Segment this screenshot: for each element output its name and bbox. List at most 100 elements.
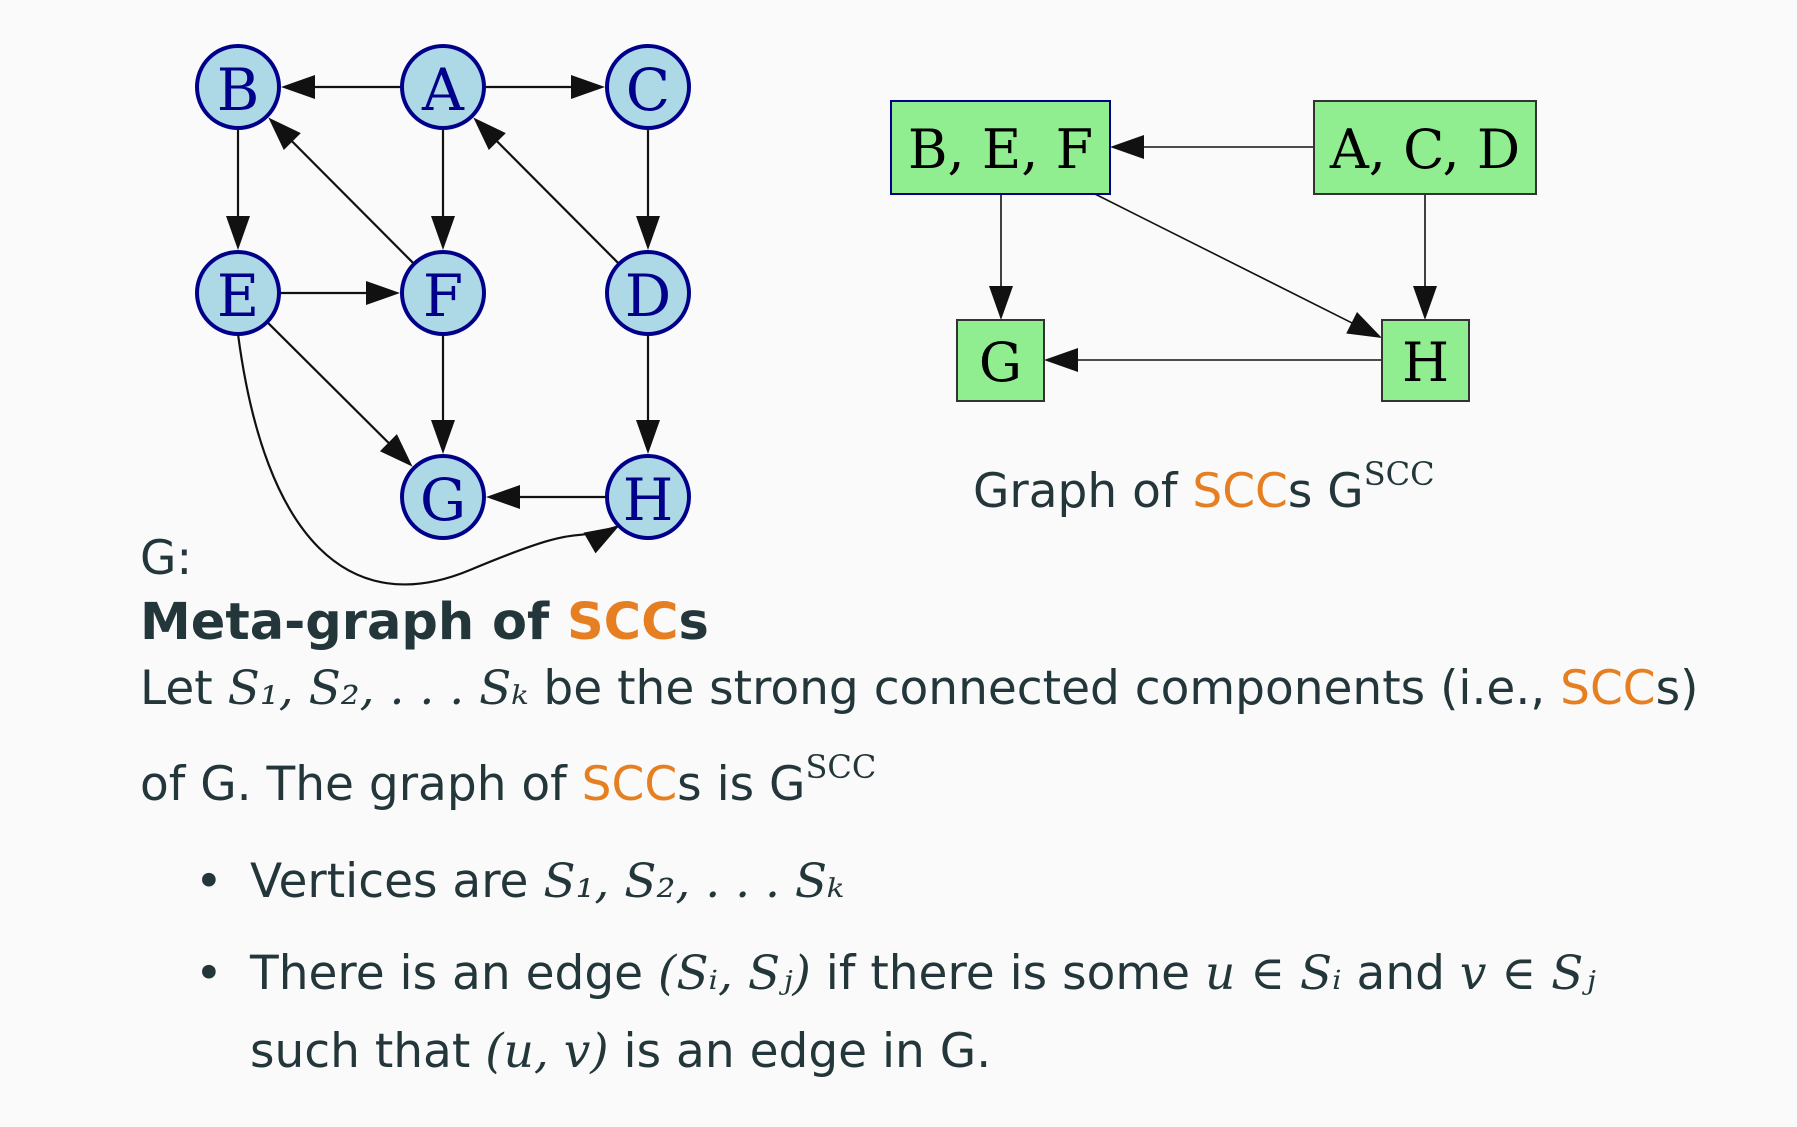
edge-c-d-arrowhead [636, 216, 660, 250]
node-b: B [195, 44, 281, 130]
b2-text-c: and [1341, 946, 1460, 1001]
node-c-circle [605, 44, 691, 130]
p2-text-a: of G. The graph of [140, 757, 582, 812]
node-a: A [400, 44, 486, 130]
edge-e-g-arrowhead [379, 434, 413, 467]
scc-edge-acd-bef-arrowhead [1110, 135, 1144, 159]
edge-d-a-arrowhead [473, 117, 506, 151]
caption-pre: Graph of [973, 464, 1193, 519]
bullet-list: • Vertices are S₁, S₂, . . . Sₖ • There … [195, 843, 1596, 1105]
edge-d-h-arrowhead [636, 420, 660, 454]
heading-post: s [678, 593, 709, 652]
b1-text: Vertices are [250, 854, 544, 909]
node-a-circle [400, 44, 486, 130]
scc-edge-bef-h-arrowhead [1346, 312, 1382, 338]
node-b-label: B [217, 56, 260, 124]
p2-text-b: s is G [677, 757, 806, 812]
p1-math: S₁, S₂, . . . Sₖ [227, 661, 529, 716]
scc-node-g-box [956, 319, 1045, 402]
edge-a-b-arrowhead [281, 75, 315, 99]
scc-node-h-label: H [1402, 331, 1449, 394]
edge-e-h [236, 333, 620, 586]
scc-node-acd: A, C, D [1313, 100, 1537, 195]
scc-node-g-label: G [979, 331, 1022, 394]
definition-paragraph: Let S₁, S₂, . . . Sₖ be the strong conne… [140, 650, 1700, 824]
edge-f-g-arrowhead [431, 420, 455, 454]
graph-g-edges [226, 75, 660, 586]
b2-math-1: (Sᵢ, Sⱼ) [658, 946, 811, 1001]
scc-edge-h-g-arrowhead [1044, 348, 1078, 372]
edge-a-f-arrowhead [431, 216, 455, 250]
edge-f-b [288, 137, 415, 265]
scc-edge-bef-h [1094, 193, 1356, 326]
node-g: G [400, 454, 486, 540]
scc-node-h-box [1381, 319, 1470, 402]
edge-d-a [493, 137, 620, 265]
node-e-label: E [217, 262, 259, 330]
b2-text-d: such that [250, 1024, 486, 1079]
paragraph-line-1: Let S₁, S₂, . . . Sₖ be the strong conne… [140, 650, 1700, 728]
node-h: H [605, 454, 691, 540]
node-d: D [605, 250, 691, 336]
edge-f-b-arrowhead [268, 117, 301, 151]
edge-e-h-arrowhead [583, 525, 620, 554]
caption-sup: SCC [1363, 455, 1435, 493]
p2-scc: SCC [581, 757, 678, 812]
graph-g-label: G: [140, 531, 193, 586]
node-a-label: A [421, 56, 465, 124]
section-heading: Meta-graph of SCCs [140, 593, 709, 652]
b2-math-4: (u, v) [485, 1024, 609, 1079]
scc-edge-bef-g-arrowhead [989, 286, 1013, 320]
node-f-circle [400, 250, 486, 336]
bullet-item-edge: • There is an edge (Sᵢ, Sⱼ) if there is … [195, 935, 1596, 1091]
graph-g-nodes: A B C D E F G H [195, 44, 691, 540]
edge-e-f-arrowhead [366, 281, 400, 305]
node-c: C [605, 44, 691, 130]
graph-scc-nodes: B, E, F A, C, D G H [890, 100, 1537, 402]
p1-text-c: s) [1655, 661, 1699, 716]
node-d-label: D [625, 262, 672, 330]
heading-pre: Meta-graph of [140, 593, 567, 652]
p1-scc: SCC [1560, 661, 1656, 716]
edge-a-c-arrowhead [571, 75, 605, 99]
paragraph-line-2: of G. The graph of SCCs is GSCC [140, 728, 1700, 824]
p1-text-b: be the strong connected components (i.e.… [528, 661, 1561, 716]
node-e: E [195, 250, 281, 336]
node-g-label: G [420, 466, 466, 534]
b2-text-b: if there is some [810, 946, 1205, 1001]
node-b-circle [195, 44, 281, 130]
b2-text-e: is an edge in G. [608, 1024, 992, 1079]
scc-node-bef-box [890, 100, 1111, 195]
b2-text-a: There is an edge [250, 946, 659, 1001]
node-e-circle [195, 250, 281, 336]
scc-node-g: G [956, 319, 1045, 402]
b2-line-1: There is an edge (Sᵢ, Sⱼ) if there is so… [250, 935, 1596, 1013]
scc-node-acd-label: A, C, D [1329, 118, 1520, 181]
node-f: F [400, 250, 486, 336]
p1-text-a: Let [140, 661, 228, 716]
node-f-label: F [423, 262, 463, 330]
b2-line-2: such that (u, v) is an edge in G. [250, 1013, 1596, 1091]
node-h-circle [605, 454, 691, 540]
heading-scc: SCC [566, 593, 679, 652]
node-h-label: H [623, 466, 674, 534]
graph-scc-edges [989, 135, 1437, 372]
b2-math-2: u ∈ Sᵢ [1204, 946, 1342, 1001]
scc-node-bef: B, E, F [890, 100, 1111, 195]
scc-node-acd-box [1313, 100, 1537, 195]
edge-e-g [266, 321, 393, 447]
caption-post: s G [1287, 464, 1364, 519]
b1-math: S₁, S₂, . . . Sₖ [543, 854, 845, 909]
bullet-item-vertices: • Vertices are S₁, S₂, . . . Sₖ [195, 843, 1596, 921]
bullet-dot: • [195, 854, 223, 909]
node-g-circle [400, 454, 486, 540]
p2-sup: SCC [805, 748, 877, 786]
scc-edge-acd-h-arrowhead [1413, 286, 1437, 320]
scc-graph-caption: Graph of SCCs GSCC [973, 455, 1435, 519]
node-d-circle [605, 250, 691, 336]
caption-scc: SCC [1192, 464, 1288, 519]
b2-math-3: v ∈ Sⱼ [1459, 946, 1596, 1001]
edge-h-g-arrowhead [486, 485, 520, 509]
edge-b-e-arrowhead [226, 216, 250, 250]
